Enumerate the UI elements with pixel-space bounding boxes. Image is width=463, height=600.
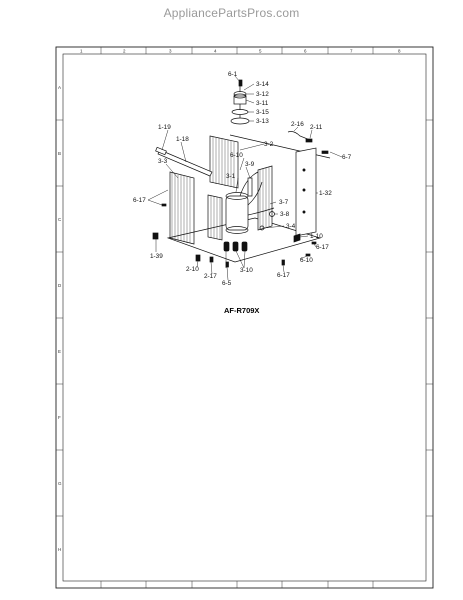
compressor-3-1 (225, 195, 249, 231)
part-label: 3-12 (256, 91, 269, 98)
part-label: 6-7 (342, 154, 352, 161)
part-label: 3-13 (256, 118, 269, 125)
column-markers (100, 47, 374, 588)
part-label: 1-10 (310, 233, 323, 240)
part-label: 3-10 (240, 267, 253, 274)
part-label: 3-9 (245, 161, 255, 168)
screw-6-7 (321, 150, 329, 154)
part-label: 6-5 (222, 280, 232, 287)
mount-3-10-b (232, 241, 239, 252)
part-label: 6-10 (230, 152, 243, 159)
screw-6-10 (305, 253, 311, 257)
screw-6-17a (161, 203, 167, 207)
part-label: 1-18 (176, 136, 189, 143)
coil-lower (207, 194, 223, 241)
row-marker: E (58, 349, 61, 354)
part-label: 6-17 (277, 272, 290, 279)
part-label: 6-1 (228, 71, 238, 78)
row-marker: F (58, 415, 61, 420)
leader-lines (147, 75, 343, 281)
col-marker: 5 (259, 49, 262, 54)
watermark-text: AppliancePartsPros.com (163, 6, 300, 20)
col-marker: 7 (350, 49, 353, 54)
accumulator-3-9 (247, 177, 253, 197)
part-label: 6-10 (300, 257, 313, 264)
col-marker: 1 (80, 49, 83, 54)
col-marker: 4 (214, 49, 217, 54)
part-label: 2-16 (291, 121, 304, 128)
coil-3-2 (209, 135, 239, 189)
screw-6-1 (238, 79, 243, 87)
mount-3-10-c (241, 241, 248, 252)
screw-6-17 (281, 259, 285, 266)
part-label: 1-19 (158, 124, 171, 131)
col-marker: 3 (169, 49, 172, 54)
part-label: 2-17 (204, 273, 217, 280)
coil-3-3-fins (171, 173, 191, 243)
part-label: 3-7 (279, 199, 289, 206)
mount-3-10-a (223, 241, 230, 252)
inner-border (62, 53, 427, 582)
coil-3-2-fins (212, 137, 235, 188)
row-marker: D (58, 283, 62, 288)
part-label: 3-3 (158, 158, 168, 165)
motor-top (233, 93, 247, 99)
row-marker: G (58, 481, 62, 486)
rail-1-18 (157, 149, 213, 177)
part-label: 3-2 (264, 141, 274, 148)
part-label: 2-10 (186, 266, 199, 273)
row-marker: A (58, 85, 61, 90)
part-label: 3-1 (226, 173, 236, 180)
part-label: 3-15 (256, 109, 269, 116)
bracket-1-19 (155, 146, 167, 156)
row-marker: B (58, 151, 61, 156)
model-caption: AF-R709X (224, 306, 259, 315)
part-label: 3-8 (280, 211, 290, 218)
col-marker: 8 (398, 49, 401, 54)
bracket-1-39 (152, 232, 159, 240)
part-label: 1-39 (150, 253, 163, 260)
outer-border (55, 46, 434, 589)
screw-6-5 (225, 261, 229, 268)
row-marker: C (58, 217, 62, 222)
part-label: 3-14 (256, 81, 269, 88)
row-marker: H (58, 547, 61, 552)
part-label: 3-4 (286, 223, 296, 230)
ring-3-13 (230, 117, 250, 125)
col-marker: 2 (123, 49, 126, 54)
compressor-base (225, 226, 249, 234)
part-label: 2-11 (310, 124, 323, 131)
switch-1-10 (293, 233, 301, 243)
coil-3-7-fins (259, 167, 270, 229)
part-2-17 (209, 256, 214, 263)
row-markers (56, 119, 433, 517)
cable-2-16 (287, 131, 311, 141)
coil-3-3 (169, 171, 195, 245)
part-label: 6-17 (133, 197, 146, 204)
panel-1-32 (295, 147, 317, 237)
motor-3-11 (233, 95, 247, 105)
bracket-3-15 (231, 109, 249, 115)
part-label: 3-11 (256, 100, 269, 107)
coil-lower-fins (210, 196, 221, 240)
part-label: 1-32 (319, 190, 332, 197)
col-marker: 6 (304, 49, 307, 54)
part-label: 6-17 (316, 244, 329, 251)
connector-2-11 (305, 138, 313, 143)
tubing (239, 171, 275, 216)
coil-3-7 (257, 165, 273, 231)
part-2-10 (195, 254, 201, 262)
assembly-drawing (147, 75, 343, 281)
